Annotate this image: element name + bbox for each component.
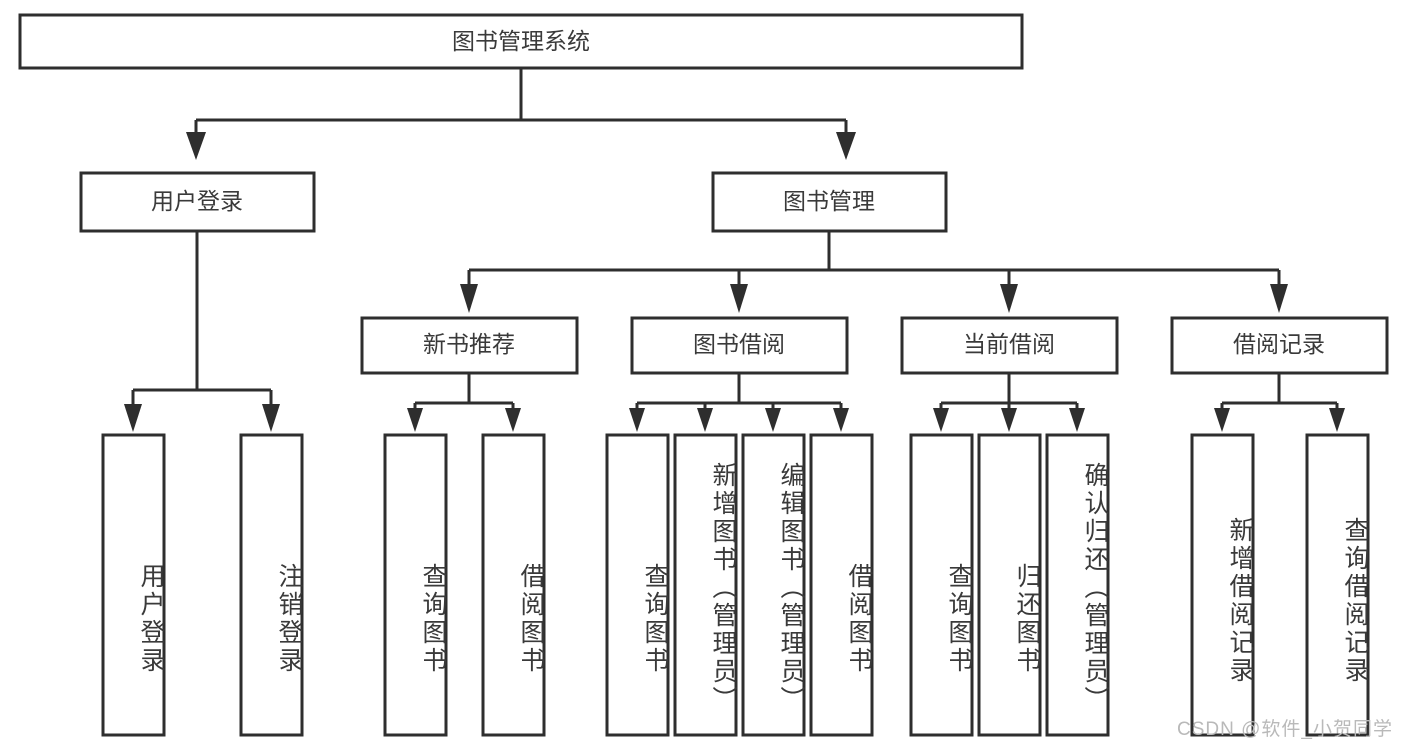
node-user-login-label: 用户登录	[151, 188, 243, 214]
node-user-login[interactable]: 用户登录	[79, 171, 316, 233]
edges-borrow-record-to-leaves	[1214, 373, 1345, 432]
arrow-icon	[1270, 284, 1288, 313]
node-current-borrow-rect[interactable]	[900, 316, 1119, 375]
edges-book-borrow-to-leaves	[629, 373, 849, 432]
arrow-icon	[1000, 284, 1018, 313]
node-book-management-label: 图书管理	[783, 188, 875, 214]
arrow-icon	[1329, 408, 1345, 432]
leaf-query-record-rect[interactable]	[1305, 433, 1370, 737]
leaf-query-book-b-rect[interactable]	[605, 433, 670, 737]
node-root-label: 图书管理系统	[452, 28, 590, 54]
node-new-book-recommend-rect[interactable]	[360, 316, 579, 375]
node-borrow-record[interactable]: 借阅记录	[1170, 316, 1389, 375]
node-borrow-record-label: 借阅记录	[1233, 331, 1325, 357]
leaf-return-book-rect[interactable]	[977, 433, 1042, 737]
node-new-book-recommend[interactable]: 新书推荐	[360, 316, 579, 375]
leaf-confirm-return-rect[interactable]	[1045, 433, 1110, 737]
arrow-icon	[407, 408, 423, 432]
leaf-borrow-book-b-rect[interactable]	[809, 433, 874, 737]
leaf-user-login-rect[interactable]	[101, 433, 166, 737]
arrow-icon	[505, 408, 521, 432]
leaf-edit-book-rect[interactable]	[741, 433, 806, 737]
leaf-logout-rect[interactable]	[239, 433, 304, 737]
arrow-icon	[1214, 408, 1230, 432]
arrow-icon	[933, 408, 949, 432]
arrow-icon	[730, 284, 748, 313]
leaf-add-book-rect[interactable]	[673, 433, 738, 737]
node-current-borrow-label: 当前借阅	[963, 331, 1055, 357]
node-book-borrow-label: 图书借阅	[693, 331, 785, 357]
edges-user-login-to-leaves	[124, 231, 280, 432]
node-root[interactable]: 图书管理系统	[18, 13, 1024, 70]
leaf-query-book-a-rect[interactable]	[383, 433, 448, 737]
arrow-icon	[186, 132, 206, 160]
node-book-borrow[interactable]: 图书借阅	[630, 316, 849, 375]
arrow-icon	[124, 404, 142, 432]
arrow-icon	[836, 132, 856, 160]
node-book-management[interactable]: 图书管理	[711, 171, 948, 233]
node-root-rect[interactable]	[18, 13, 1024, 70]
arrow-icon	[697, 408, 713, 432]
edges-current-borrow-to-leaves	[933, 373, 1085, 432]
leaf-borrow-book-a-rect[interactable]	[481, 433, 546, 737]
arrow-icon	[460, 284, 478, 313]
arrow-icon	[629, 408, 645, 432]
arrow-icon	[1069, 408, 1085, 432]
arrow-icon	[1001, 408, 1017, 432]
node-new-book-recommend-label: 新书推荐	[423, 331, 515, 357]
watermark-text: CSDN @软件_小贺同学	[1177, 719, 1393, 740]
arrow-icon	[765, 408, 781, 432]
arrow-icon	[262, 404, 280, 432]
edges-new-book-to-leaves	[407, 373, 521, 432]
edges-book-management-to-level3	[460, 231, 1288, 313]
node-user-login-rect[interactable]	[79, 171, 316, 233]
leaf-add-record-rect[interactable]	[1190, 433, 1255, 737]
arrow-icon	[833, 408, 849, 432]
edges-root-to-level2	[186, 68, 856, 160]
leaf-query-book-c-rect[interactable]	[909, 433, 974, 737]
node-current-borrow[interactable]: 当前借阅	[900, 316, 1119, 375]
